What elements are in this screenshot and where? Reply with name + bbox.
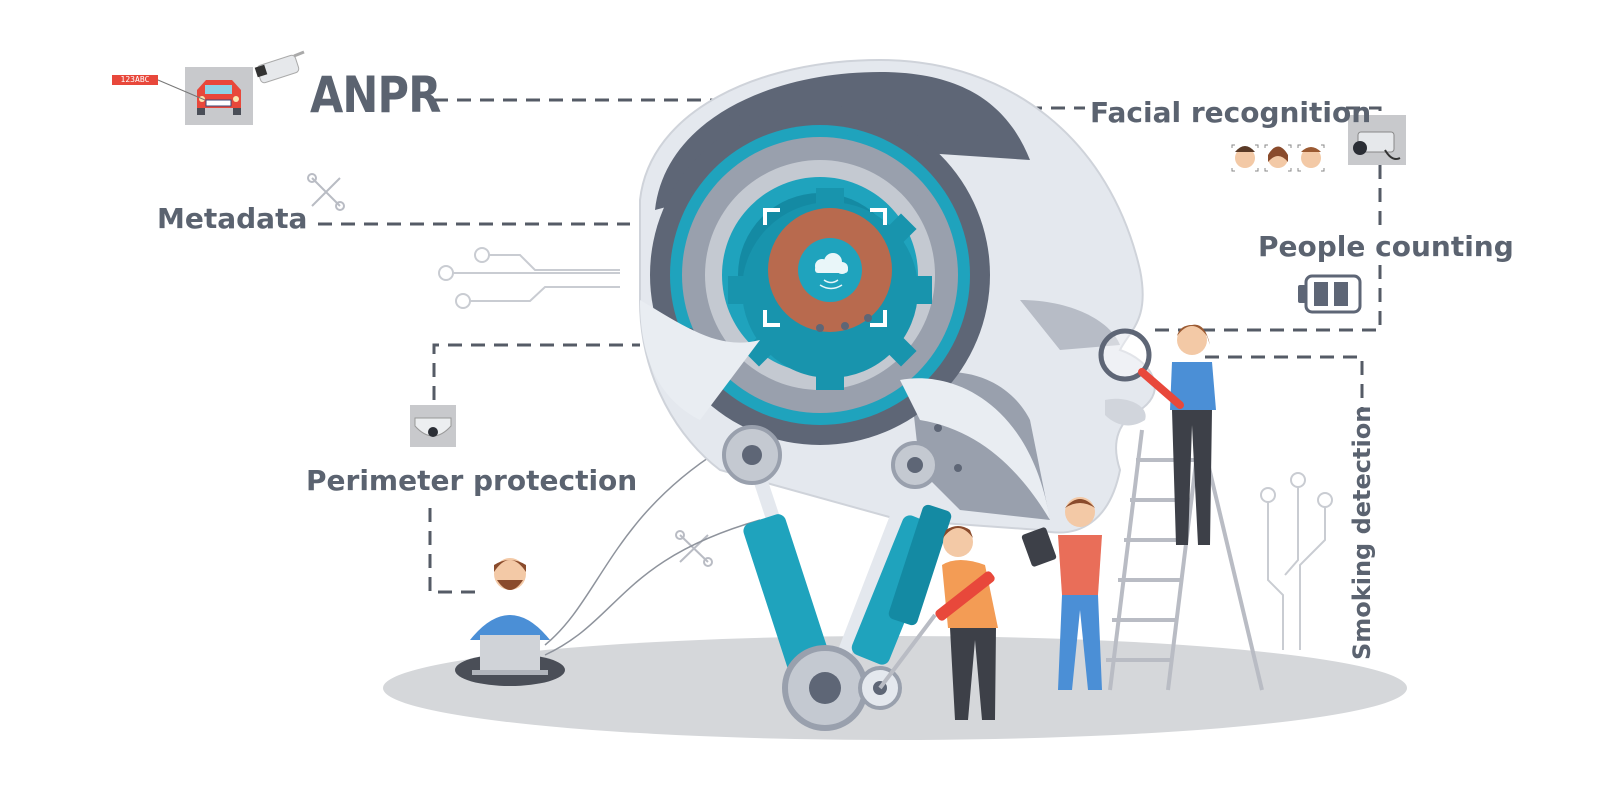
circuit-icon	[438, 247, 620, 309]
facial-recognition-label: Facial recognition	[1090, 96, 1372, 129]
perimeter-protection-label: Perimeter protection	[306, 464, 638, 497]
smoking-detection-label: Smoking detection	[1348, 405, 1376, 660]
face-icon	[1231, 144, 1325, 172]
neck-pistons	[722, 425, 952, 731]
tablet-icon	[1021, 527, 1057, 567]
tools-icon-lower	[675, 530, 713, 567]
box-camera-icon	[1348, 115, 1406, 165]
people-counting-label: People counting	[1258, 230, 1514, 263]
perimeter-connector-bottom	[428, 508, 478, 594]
magnifier-icon	[1098, 328, 1184, 409]
facial-right-connector	[1346, 106, 1382, 118]
battery-icon	[1298, 274, 1362, 314]
metadata-label: Metadata	[157, 202, 308, 235]
car-icon	[157, 67, 253, 125]
circuit-icon-right	[1260, 472, 1333, 650]
screwdriver-icon	[878, 571, 995, 690]
worker-tablet	[1021, 497, 1102, 690]
ladder-icon	[1106, 429, 1264, 691]
cloud-icon	[815, 253, 848, 274]
tools-icon	[307, 173, 345, 211]
perimeter-connector-top	[432, 343, 640, 400]
smoking-connector	[1205, 355, 1364, 412]
dome-camera-icon	[410, 405, 456, 447]
robot-head	[639, 58, 1156, 534]
worker-magnifier	[1098, 324, 1216, 545]
anpr-label: ANPR	[310, 66, 441, 124]
laptop-icon	[472, 635, 548, 675]
people-lower-connector	[1148, 265, 1382, 332]
focus-brackets	[763, 208, 887, 327]
camera-icon	[254, 50, 305, 84]
laptop-cables	[544, 449, 761, 656]
worker-screwdriver	[878, 526, 998, 720]
person-laptop	[455, 558, 565, 686]
license-plate-tag: 123ABC	[112, 75, 158, 85]
